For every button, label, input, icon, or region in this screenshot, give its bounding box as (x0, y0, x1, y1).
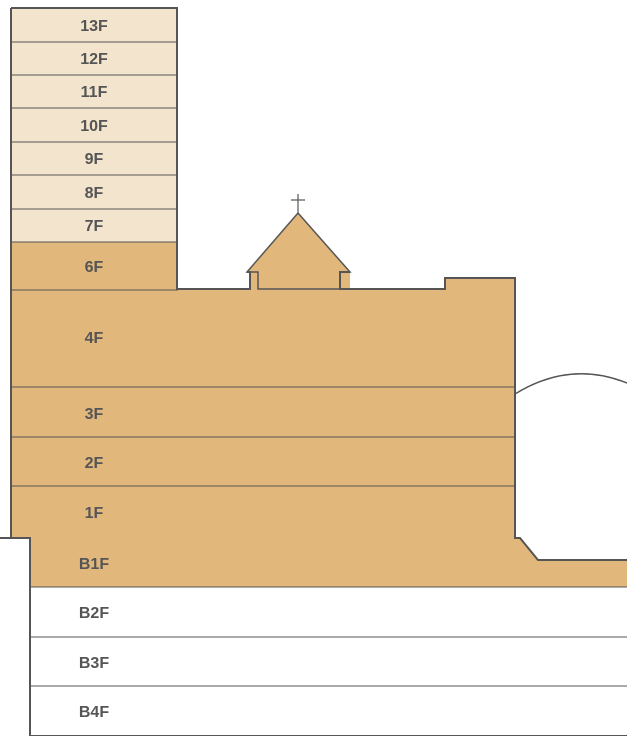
label-b1f[interactable]: B1F (79, 556, 109, 573)
outline-main (339, 271, 627, 561)
upper-tower-area (11, 8, 177, 242)
label-3f[interactable]: 3F (85, 406, 104, 423)
label-1f[interactable]: 1F (85, 505, 104, 522)
outline-basement (0, 537, 627, 736)
label-b3f[interactable]: B3F (79, 655, 109, 672)
dome-outline (514, 372, 627, 395)
label-b2f[interactable]: B2F (79, 605, 109, 622)
tower-floor-lines (11, 41, 177, 243)
label-9f[interactable]: 9F (85, 151, 104, 168)
label-6f[interactable]: 6F (85, 259, 104, 276)
outline-left (0, 8, 12, 539)
label-8f[interactable]: 8F (85, 185, 104, 202)
label-12f[interactable]: 12F (80, 51, 108, 68)
main-building-body (11, 272, 515, 538)
label-4f[interactable]: 4F (85, 330, 104, 347)
label-10f[interactable]: 10F (80, 118, 108, 135)
basement-b1-area (30, 538, 627, 587)
floor-6f-area (11, 242, 177, 290)
label-11f[interactable]: 11F (81, 84, 108, 101)
label-7f[interactable]: 7F (85, 218, 104, 235)
main-floor-lines (11, 289, 515, 487)
label-b4f[interactable]: B4F (79, 704, 109, 721)
label-2f[interactable]: 2F (85, 455, 104, 472)
outline-tower (11, 7, 251, 290)
chapel-shape (245, 211, 352, 290)
basement-floor-lines (30, 586, 627, 687)
label-13f[interactable]: 13F (80, 18, 108, 35)
